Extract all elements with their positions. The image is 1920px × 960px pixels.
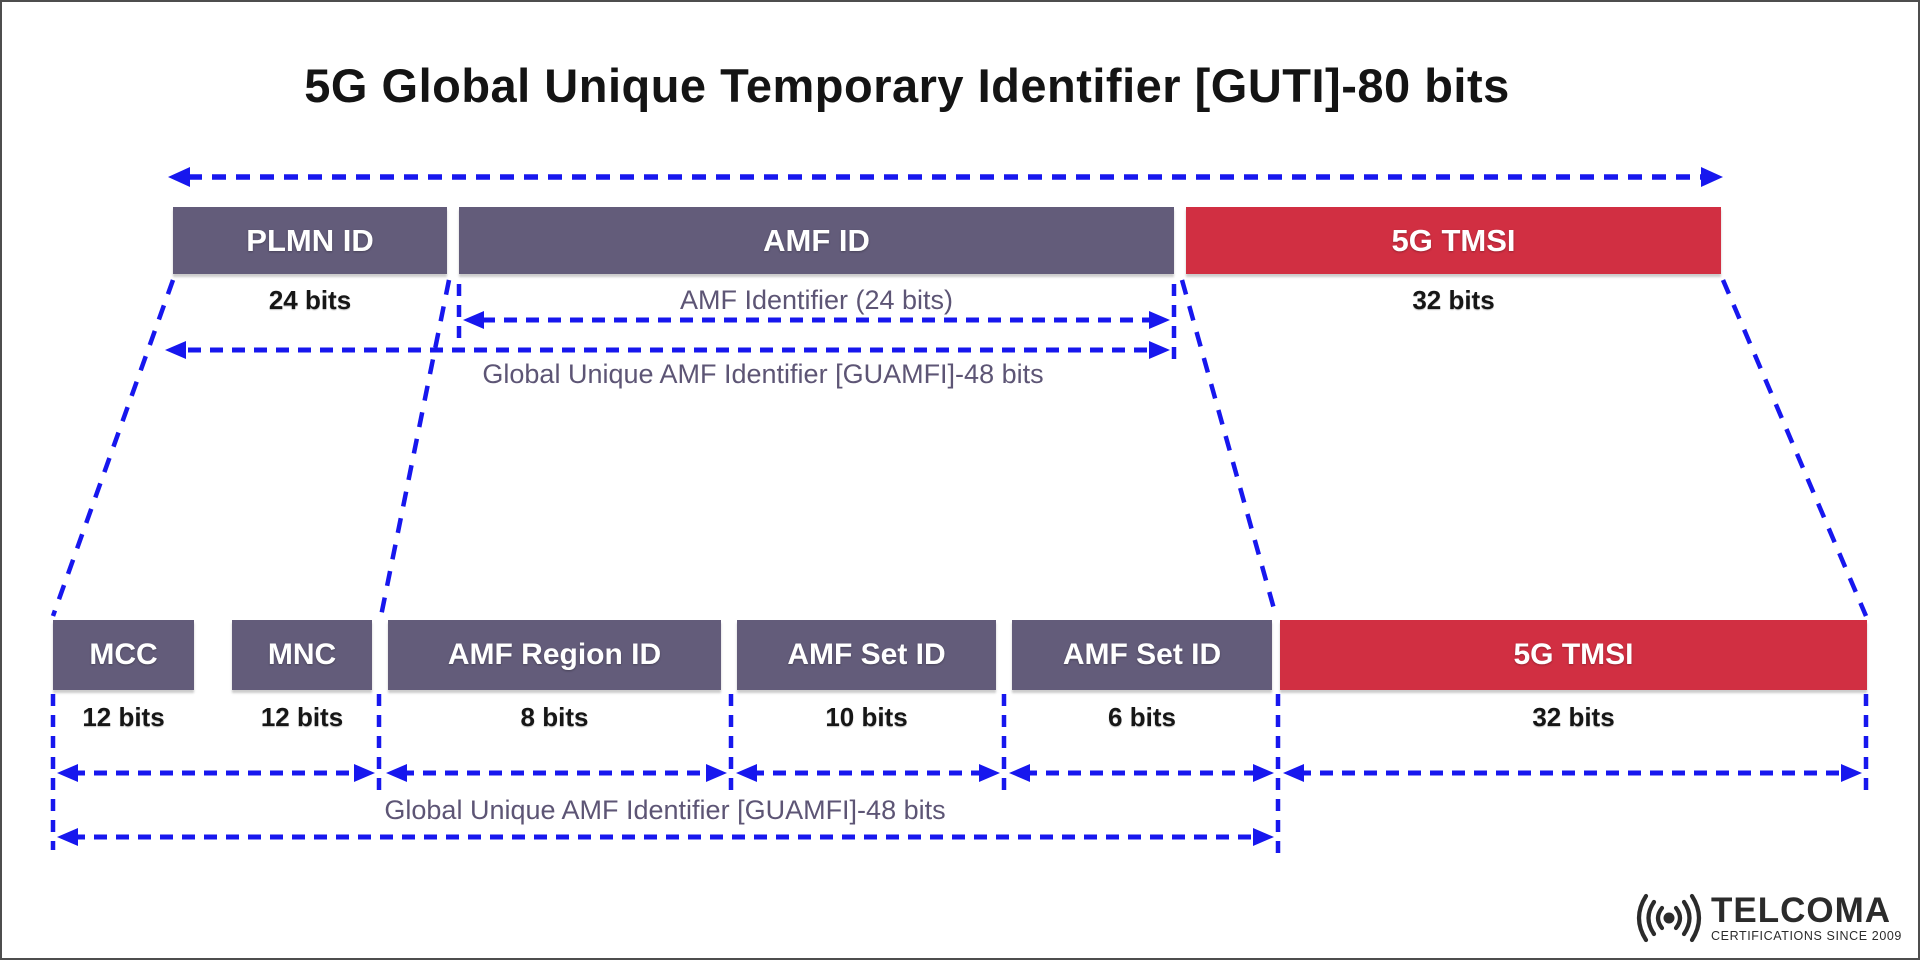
amf-identifier-span-arrow bbox=[456, 284, 1177, 366]
field-mcc-label: MCC bbox=[89, 638, 158, 671]
bottom-boundary-ticks bbox=[50, 694, 1869, 856]
page-title: 5G Global Unique Temporary Identifier [G… bbox=[304, 59, 1510, 112]
field-5g-tmsi-top-label: 5G TMSI bbox=[1391, 222, 1516, 258]
logo-text-block: TELCOMA CERTIFICATIONS SINCE 2009 bbox=[1711, 893, 1902, 943]
guamfi-top-label: Global Unique AMF Identifier [GUAMFI]-48… bbox=[482, 359, 1044, 389]
amf-region-bits-label: 8 bits bbox=[520, 702, 589, 732]
field-width-arrows bbox=[57, 764, 1862, 782]
mnc-bits-label: 12 bits bbox=[260, 702, 344, 732]
mcc-bits-label: 12 bits bbox=[82, 702, 165, 732]
field-mnc: MNC bbox=[232, 620, 372, 690]
field-amf-region-id-label: AMF Region ID bbox=[447, 638, 662, 671]
antenna-signal-icon bbox=[1636, 893, 1702, 943]
guamfi-bottom-label: Global Unique AMF Identifier [GUAMFI]-48… bbox=[384, 795, 946, 825]
tmsi-top-bits-label: 32 bits bbox=[1412, 285, 1495, 315]
tmsi-bottom-bits-label: 32 bits bbox=[1532, 702, 1615, 732]
field-mcc: MCC bbox=[53, 620, 194, 690]
field-amf-region-id: AMF Region ID bbox=[388, 620, 721, 690]
field-amf-set-id-2-label: AMF Set ID bbox=[1062, 638, 1222, 671]
telcoma-logo: TELCOMA CERTIFICATIONS SINCE 2009 bbox=[1631, 888, 1902, 948]
field-amf-id-label: AMF ID bbox=[763, 222, 870, 258]
plmn-bits-label: 24 bits bbox=[268, 285, 352, 315]
field-amf-set-id-2: AMF Set ID bbox=[1012, 620, 1272, 690]
guamfi-48bit-span-arrow-bottom bbox=[57, 828, 1274, 846]
guamfi-48bit-span-arrow-top bbox=[165, 341, 1170, 359]
amf-set1-bits-label: 10 bits bbox=[825, 702, 908, 732]
field-amf-set-id-1-label: AMF Set ID bbox=[787, 638, 946, 671]
field-mnc-label: MNC bbox=[267, 638, 337, 671]
dashed-arrows bbox=[50, 167, 1869, 856]
field-5g-tmsi-bottom-label: 5G TMSI bbox=[1513, 638, 1634, 671]
field-plmn-id-label: PLMN ID bbox=[246, 222, 374, 258]
guti-80bit-span-arrow bbox=[168, 167, 1723, 187]
amf-set2-bits-label: 6 bits bbox=[1108, 702, 1176, 732]
field-amf-set-id-1: AMF Set ID bbox=[737, 620, 996, 690]
amf-identifier-label: AMF Identifier (24 bits) bbox=[679, 285, 954, 315]
field-amf-id: AMF ID bbox=[459, 207, 1174, 274]
expansion-guide-lines bbox=[50, 279, 1869, 617]
field-5g-tmsi-top: 5G TMSI bbox=[1186, 207, 1721, 274]
logo-name: TELCOMA bbox=[1711, 891, 1892, 931]
field-plmn-id: PLMN ID bbox=[173, 207, 447, 274]
field-5g-tmsi-bottom: 5G TMSI bbox=[1280, 620, 1867, 690]
logo-tagline: CERTIFICATIONS SINCE 2009 bbox=[1711, 929, 1902, 944]
